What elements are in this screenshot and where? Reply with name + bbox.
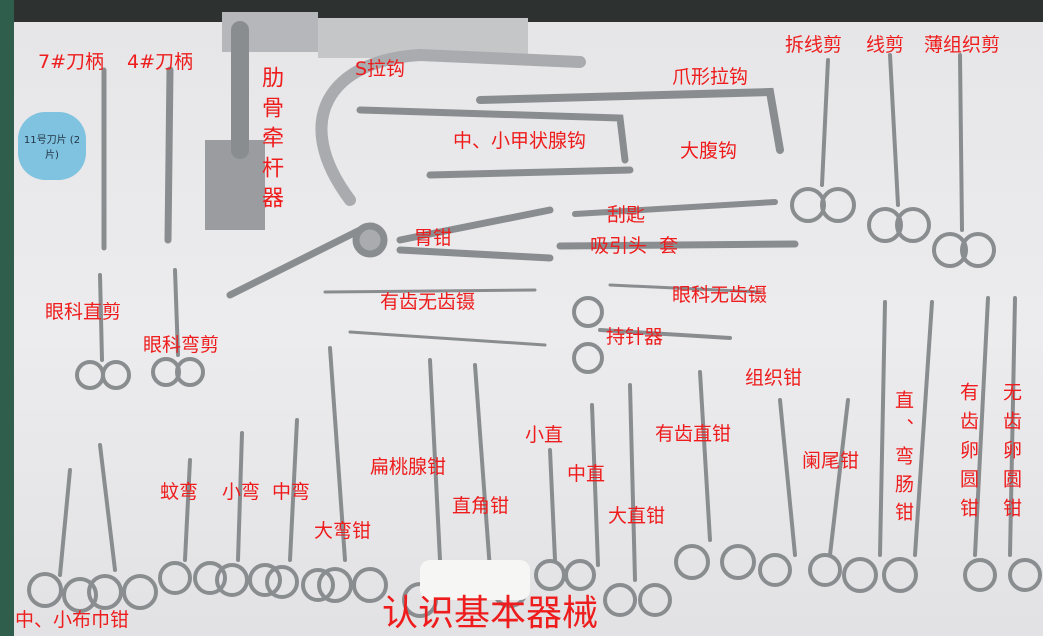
label-medium-curved: 中弯 bbox=[272, 481, 311, 503]
blade-tag-text: 11号刀片 (2片) bbox=[23, 135, 81, 161]
s-retractor bbox=[315, 48, 586, 206]
label-mosquito: 蚊弯 bbox=[160, 481, 199, 503]
label-suction: 吸引头 套 bbox=[590, 235, 679, 257]
rib-retractor bbox=[205, 12, 528, 230]
blade-package-tag: 11号刀片 (2片) bbox=[18, 112, 86, 180]
label-toothed-ring: 有齿卵圆钳 bbox=[957, 382, 979, 527]
label-ophth-curved-scissors: 眼科弯剪 bbox=[143, 334, 220, 356]
scalpel-handle-4 bbox=[164, 66, 174, 244]
label-s-retractor: S拉钩 bbox=[355, 58, 406, 80]
label-abdominal-retractor: 大腹钩 bbox=[680, 140, 738, 162]
label-forceps: 有齿无齿镊 bbox=[380, 291, 476, 313]
label-scalpel-4: 4#刀柄 bbox=[127, 51, 194, 73]
label-medium-straight: 中直 bbox=[567, 463, 606, 485]
scissors bbox=[75, 53, 996, 390]
label-ophth-straight-scissors: 眼科直剪 bbox=[45, 301, 122, 323]
label-towel-clamp: 中、小布巾钳 bbox=[15, 609, 130, 631]
label-curette: 刮匙 bbox=[607, 204, 646, 226]
label-ophth-forceps: 眼科无齿镊 bbox=[672, 284, 768, 306]
label-allis: 组织钳 bbox=[745, 367, 803, 389]
curette bbox=[572, 199, 778, 217]
label-large-straight: 大直钳 bbox=[608, 505, 666, 527]
gauze bbox=[420, 560, 530, 600]
label-small-curved: 小弯 bbox=[222, 481, 261, 503]
thyroid-retractor bbox=[356, 106, 634, 179]
label-right-angle: 直角钳 bbox=[452, 495, 510, 517]
label-thyroid-retractor: 中、小甲状腺钩 bbox=[453, 130, 587, 152]
background-left bbox=[0, 0, 14, 636]
claw-retractor bbox=[476, 87, 784, 154]
label-suture-scissors: 拆线剪 bbox=[785, 34, 843, 56]
label-stomach-clamp: 胃钳 bbox=[414, 227, 453, 249]
suction-tube bbox=[556, 240, 799, 250]
label-large-curved: 大弯钳 bbox=[314, 520, 372, 542]
label-scalpel-7: 7#刀柄 bbox=[38, 51, 105, 73]
label-intestinal: 直、弯肠钳 bbox=[892, 390, 914, 530]
forceps bbox=[323, 283, 762, 347]
label-rib-retractor: 肋骨牵杆器 bbox=[258, 66, 283, 216]
label-plain-ring: 无齿卵圆钳 bbox=[1000, 382, 1022, 527]
needle-holder bbox=[572, 296, 732, 374]
stomach-clamp bbox=[226, 206, 554, 299]
label-tissue-scissors: 薄组织剪 bbox=[924, 34, 1001, 56]
label-tonsil: 扁桃腺钳 bbox=[370, 456, 447, 478]
page-title: 认识基本器械 bbox=[382, 593, 599, 634]
label-small-straight: 小直 bbox=[525, 424, 564, 446]
label-appendix: 阑尾钳 bbox=[802, 450, 860, 472]
label-toothed-straight: 有齿直钳 bbox=[655, 423, 732, 445]
label-needle-holder: 持针器 bbox=[606, 326, 664, 348]
label-thread-scissors: 线剪 bbox=[866, 34, 905, 56]
label-claw-retractor: 爪形拉钩 bbox=[672, 66, 749, 88]
